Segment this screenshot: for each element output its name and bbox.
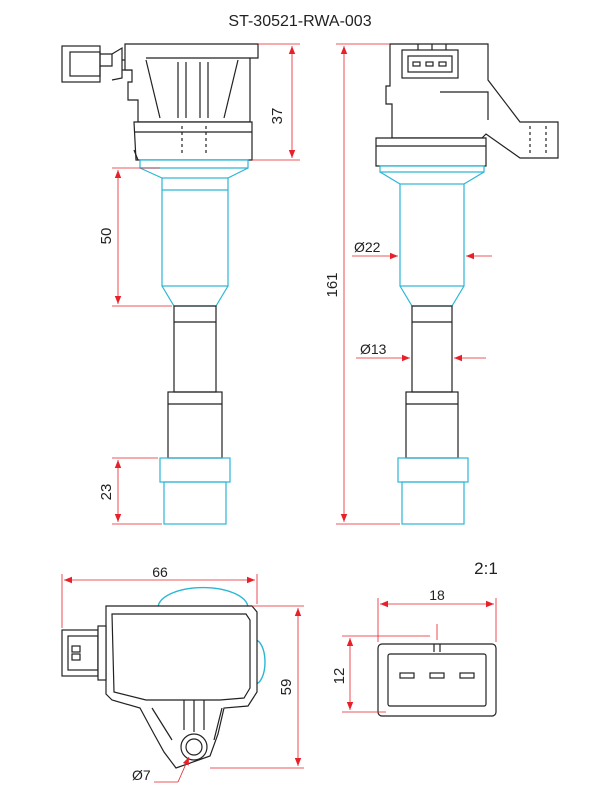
side-view-dimensions xyxy=(112,43,300,525)
dimension-tube-diameter: Ø13 xyxy=(360,341,387,357)
dimension-top-height: 37 xyxy=(269,108,286,125)
dimension-connector-height: 12 xyxy=(331,668,348,685)
dimension-total-length: 161 xyxy=(324,272,341,297)
side-view-boot xyxy=(159,457,231,525)
dimension-boot-length: 23 xyxy=(98,484,115,501)
side-view-body xyxy=(139,159,249,307)
front-view-body xyxy=(379,165,485,307)
dimension-body-length: 50 xyxy=(98,228,115,245)
dimension-hole-diameter: Ø7 xyxy=(132,767,151,783)
front-view-head xyxy=(375,43,559,167)
top-view-dimensions xyxy=(61,574,304,783)
front-view-boot xyxy=(397,457,469,525)
front-view-tube xyxy=(405,305,459,459)
top-view xyxy=(61,586,266,769)
side-view-connector xyxy=(61,45,136,83)
side-view xyxy=(61,43,259,525)
front-view-dimensions xyxy=(336,43,492,525)
connector-detail-dimensions xyxy=(342,598,497,713)
dimension-bracket-width: 66 xyxy=(152,564,168,580)
side-view-head xyxy=(124,43,259,161)
connector-detail xyxy=(377,643,497,717)
part-number-title: ST-30521-RWA-003 xyxy=(228,13,371,30)
side-view-tube xyxy=(167,305,223,459)
dimension-connector-width: 18 xyxy=(429,587,445,603)
detail-scale: 2:1 xyxy=(474,559,498,578)
front-view xyxy=(375,43,559,525)
dimension-bracket-height: 59 xyxy=(278,679,295,696)
dimension-body-diameter: Ø22 xyxy=(354,239,381,255)
